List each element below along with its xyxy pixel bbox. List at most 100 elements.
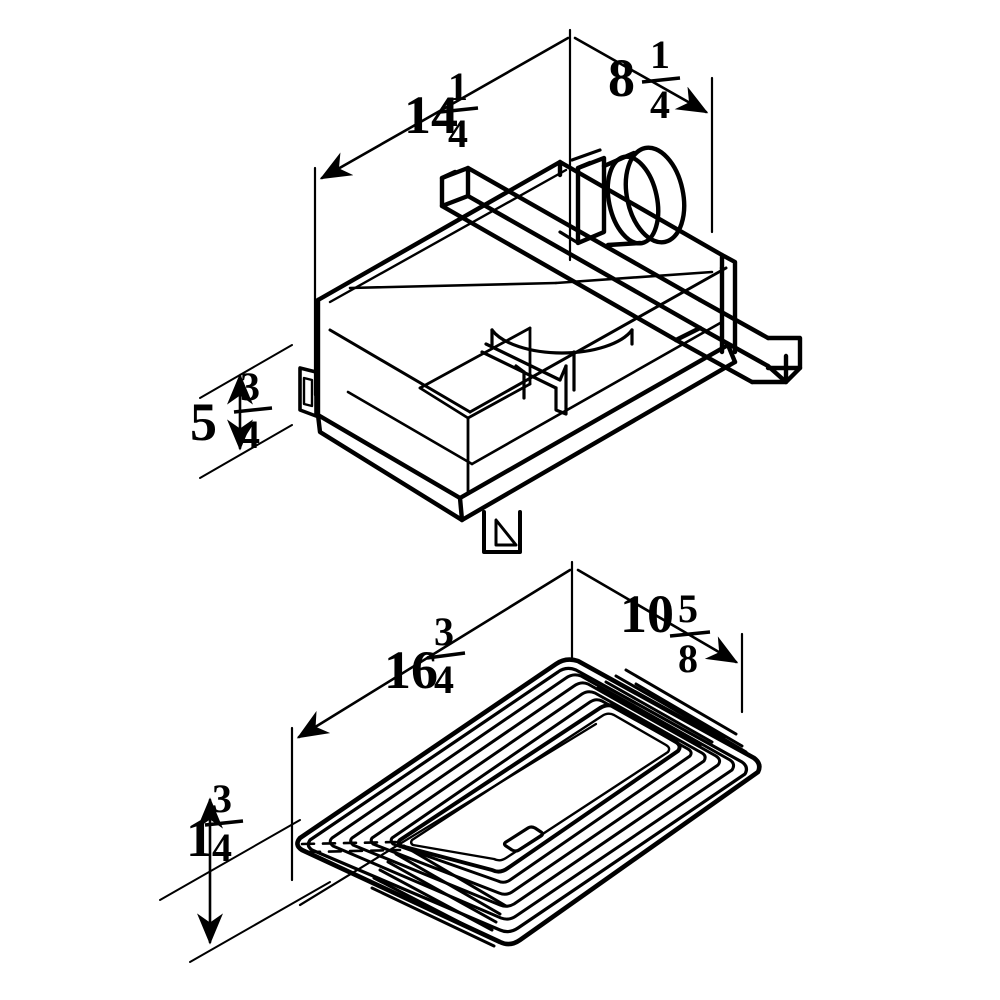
grille-outer-shell bbox=[295, 657, 762, 947]
grille-height-denominator: 4 bbox=[212, 825, 232, 870]
dimension-label-grille-depth: 10 5 8 bbox=[620, 584, 711, 681]
housing-box-body bbox=[315, 168, 738, 523]
dimension-label-grille-width: 16 3 4 bbox=[384, 609, 466, 702]
blower-bracket-leg-right bbox=[554, 364, 568, 416]
dimension-label-housing-width: 14 1 4 bbox=[404, 64, 479, 156]
louver-slot-r4 bbox=[624, 668, 738, 736]
blower-bracket-leg-left-top bbox=[514, 364, 526, 374]
housing-width-fraction-bar bbox=[439, 106, 479, 114]
housing-inner-back-edge bbox=[554, 270, 714, 285]
housing-height-whole: 5 bbox=[190, 392, 217, 452]
housing-mid-shelf bbox=[328, 266, 728, 414]
housing-depth-numerator: 1 bbox=[650, 32, 670, 77]
dimension-housing-depth bbox=[573, 36, 714, 234]
louver-slot-r5 bbox=[634, 682, 744, 748]
dimension-grille-depth bbox=[576, 568, 744, 714]
dimension-line-grille-width bbox=[296, 568, 572, 739]
housing-inner-top-edge bbox=[328, 168, 568, 304]
housing-width-whole: 14 bbox=[404, 85, 458, 145]
lens-slot bbox=[502, 825, 545, 853]
housing-shelf-front bbox=[468, 266, 728, 414]
housing-depth-fraction-bar bbox=[641, 76, 681, 84]
grille-depth-whole: 10 bbox=[620, 584, 674, 644]
grille-lens bbox=[396, 703, 682, 874]
hanger-right-end-edge bbox=[765, 363, 789, 385]
louver-slot-b4 bbox=[378, 868, 494, 932]
louver-slot-r2 bbox=[604, 680, 714, 744]
duct-collar-base bbox=[575, 155, 607, 246]
louver-slot-b5 bbox=[372, 876, 492, 940]
grille-height-whole: 1 bbox=[186, 808, 213, 868]
hanger-right-end-edge2 bbox=[783, 365, 803, 385]
grille-depth-numerator: 5 bbox=[678, 586, 698, 631]
extension-line-height-bottom bbox=[199, 424, 293, 479]
louver-slot-b3 bbox=[386, 860, 498, 924]
grille-lens-panel bbox=[396, 703, 682, 874]
blower-assembly bbox=[480, 328, 634, 416]
housing-bottom-left-edge bbox=[315, 412, 463, 501]
ebox-top-front bbox=[466, 382, 532, 420]
housing-depth-whole: 8 bbox=[608, 48, 635, 108]
mounting-tab-front-hole bbox=[494, 518, 518, 547]
dimension-housing-width bbox=[313, 28, 572, 397]
dimension-line-housing-depth bbox=[573, 36, 709, 114]
housing-bottom-front-edge bbox=[457, 342, 731, 501]
housing-height-denominator: 4 bbox=[240, 412, 260, 457]
grille-lens-panel-inner bbox=[410, 712, 671, 862]
grille-depth-fraction-bar bbox=[669, 630, 711, 638]
hanger-right-bar-bottom bbox=[673, 337, 755, 385]
housing-electrical-box bbox=[418, 326, 532, 496]
louver-slot-b2 bbox=[394, 852, 502, 916]
duct-collar-base-edge bbox=[575, 160, 593, 171]
louver-slot-r6 bbox=[646, 692, 748, 754]
dimension-label-grille-height: 1 3 4 bbox=[186, 776, 244, 870]
louver-slot-b1 bbox=[402, 844, 508, 908]
housing-box-top bbox=[315, 159, 738, 418]
housing-bottom-right-corner bbox=[725, 342, 738, 365]
dimension-label-housing-height: 5 3 4 bbox=[190, 364, 273, 457]
housing-interior-rim-front bbox=[470, 320, 724, 466]
grille-hidden-lines bbox=[300, 840, 402, 854]
grille-outer-flange bbox=[295, 657, 762, 947]
dimension-label-housing-depth: 8 1 4 bbox=[608, 32, 681, 127]
housing-depth-denominator: 4 bbox=[650, 82, 670, 127]
hanger-left-bar-cap bbox=[673, 325, 703, 343]
housing-interior-rim-left bbox=[346, 390, 474, 466]
louver-slot-b6 bbox=[370, 886, 496, 948]
louver-slot-r1 bbox=[596, 686, 702, 748]
housing-top-left-edge bbox=[315, 159, 725, 303]
housing-front-corner bbox=[457, 495, 465, 523]
mounting-clip-side-body bbox=[298, 366, 318, 418]
extension-line-grille-height-top bbox=[159, 819, 301, 901]
grille-width-denominator: 4 bbox=[434, 657, 454, 702]
blower-bracket-arm-2 bbox=[484, 342, 562, 382]
housing-front-left-panel bbox=[315, 412, 465, 523]
housing-height-numerator: 3 bbox=[240, 364, 260, 409]
dimension-line-housing-width bbox=[319, 36, 570, 180]
grille-height-numerator: 3 bbox=[212, 776, 232, 821]
duct-collar-tab bbox=[570, 148, 602, 162]
duct-collar-top-edge bbox=[601, 150, 637, 169]
grille-width-whole: 16 bbox=[384, 640, 438, 700]
duct-collar-bottom-edge bbox=[605, 240, 643, 248]
grille-height-fraction-bar bbox=[204, 819, 244, 827]
grille-leader-line bbox=[298, 722, 598, 907]
grille-hidden-line-2 bbox=[306, 848, 402, 854]
blower-bracket-join bbox=[558, 364, 568, 382]
extension-line-height-top bbox=[199, 344, 293, 399]
mounting-clip-side bbox=[298, 366, 318, 418]
grille-width-numerator: 3 bbox=[434, 609, 454, 654]
duct-collar-skirt bbox=[558, 230, 580, 245]
mounting-tab-front bbox=[482, 510, 522, 554]
hanger-left-end-edge bbox=[439, 169, 458, 181]
housing-right-rear-post bbox=[719, 252, 738, 355]
grille-hidden-line-1 bbox=[300, 840, 398, 846]
housing-height-fraction-bar bbox=[233, 406, 273, 414]
mounting-tab-front-body bbox=[482, 510, 522, 554]
housing-bottom-front-edge2 bbox=[459, 359, 738, 523]
grille-outer-flange-inner bbox=[306, 666, 749, 934]
grille-width-fraction-bar bbox=[426, 651, 466, 660]
housing-shelf-left bbox=[328, 328, 472, 414]
